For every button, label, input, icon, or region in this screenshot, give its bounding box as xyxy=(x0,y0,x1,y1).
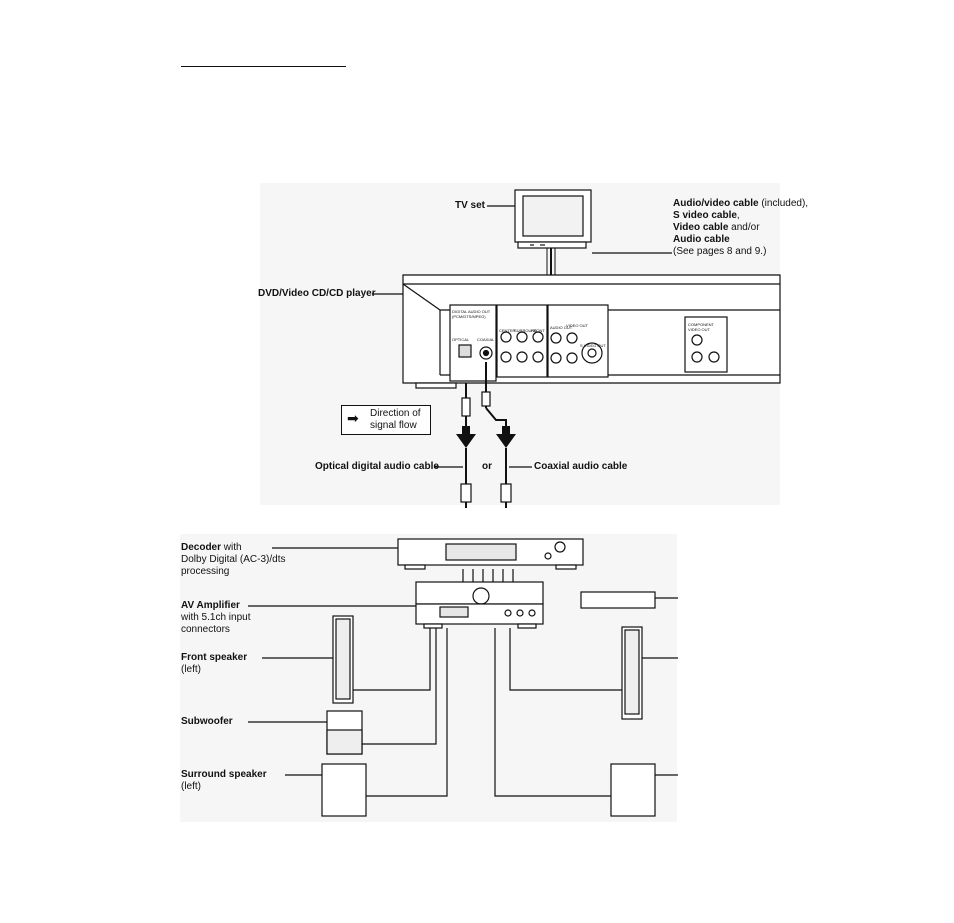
optical-label: OPTICAL xyxy=(452,337,470,342)
video-out-label: VIDEO OUT xyxy=(566,323,589,328)
surround-speaker-left-icon xyxy=(321,763,367,817)
decoder-label: Decoder with Dolby Digital (AC-3)/dts pr… xyxy=(181,542,286,577)
or-label: or xyxy=(482,461,492,472)
signal-arrows xyxy=(456,426,516,448)
digital-audio-out-label: DIGITAL AUDIO OUT (PCM/DTS/MPEG) xyxy=(452,309,491,319)
front-label: FRONT xyxy=(531,328,545,333)
center-label: CENTER xyxy=(499,328,516,333)
tv-set-icon xyxy=(514,189,592,249)
tv-set-label: TV set xyxy=(455,200,486,211)
player-label: DVD/Video CD/CD player xyxy=(258,288,376,299)
section-title-underline xyxy=(181,66,346,67)
s-video-out-label: S VIDEO OUT xyxy=(580,343,606,348)
av-amplifier-icon xyxy=(415,581,544,629)
subwoofer-label: Subwoofer xyxy=(181,716,233,727)
legend-line1: Direction of xyxy=(370,408,421,419)
decoder-icon xyxy=(397,538,584,570)
optical-cable-label: Optical digital audio cable xyxy=(315,461,439,472)
arrow-right-icon: ➡ xyxy=(347,410,359,426)
coaxial-label: COAXIAL xyxy=(477,337,495,342)
dvd-player-icon xyxy=(402,274,781,389)
coaxial-cable-label: Coaxial audio cable xyxy=(534,461,628,472)
amplifier-label: AV Amplifier with 5.1ch input connectors xyxy=(181,600,251,635)
surround-speaker-right-icon xyxy=(610,763,656,817)
legend-line2: signal flow xyxy=(370,420,417,431)
front-speaker-label: Front speaker (left) xyxy=(181,652,248,675)
component-label: COMPONENT VIDEO OUT xyxy=(688,322,714,332)
signal-flow-legend: ➡ Direction of signal flow xyxy=(341,405,431,435)
surround-speaker-label: Surround speaker (left) xyxy=(181,769,267,792)
audio-out-label: AUDIO OUT xyxy=(550,325,573,330)
surround-label: SURROUND xyxy=(514,328,538,333)
cables-note: Audio/video cable (included), S video ca… xyxy=(673,198,809,257)
right-device-icon xyxy=(580,591,656,609)
